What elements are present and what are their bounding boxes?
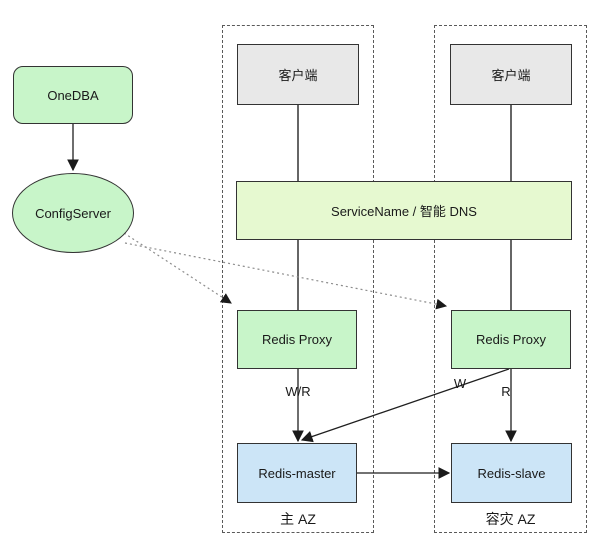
node-configserver: ConfigServer [12,173,134,253]
node-client-dr: 客户端 [450,44,572,105]
edge-configserver-to-proxy-primary [123,232,232,304]
node-redis-master-label: Redis-master [258,465,336,481]
zone-primary-az-label: 主 AZ [280,511,316,527]
edge-label-read: R [501,384,511,399]
edge-label-write-read: W/R [285,384,311,399]
node-client-primary: 客户端 [237,44,359,105]
node-onedba-label: OneDBA [47,87,99,103]
node-configserver-label: ConfigServer [35,205,111,221]
node-servicename-dns-label: ServiceName / 智能 DNS [331,204,477,219]
zone-disaster-recovery-az-label: 容灾 AZ [485,511,536,527]
node-client-primary-label: 客户端 [278,68,318,83]
node-redis-proxy-primary-label: Redis Proxy [261,332,333,347]
node-redis-proxy-dr-label: Redis Proxy [475,332,547,347]
node-redis-proxy-dr: Redis Proxy [451,310,571,369]
node-redis-slave-label: Redis-slave [477,465,546,481]
node-onedba: OneDBA [13,66,133,124]
node-client-dr-label: 客户端 [491,68,531,83]
node-redis-proxy-primary: Redis Proxy [237,310,357,369]
node-redis-slave: Redis-slave [451,443,572,503]
edge-label-write: W [453,376,467,391]
node-servicename-dns: ServiceName / 智能 DNS [236,181,572,240]
node-redis-master: Redis-master [237,443,357,503]
